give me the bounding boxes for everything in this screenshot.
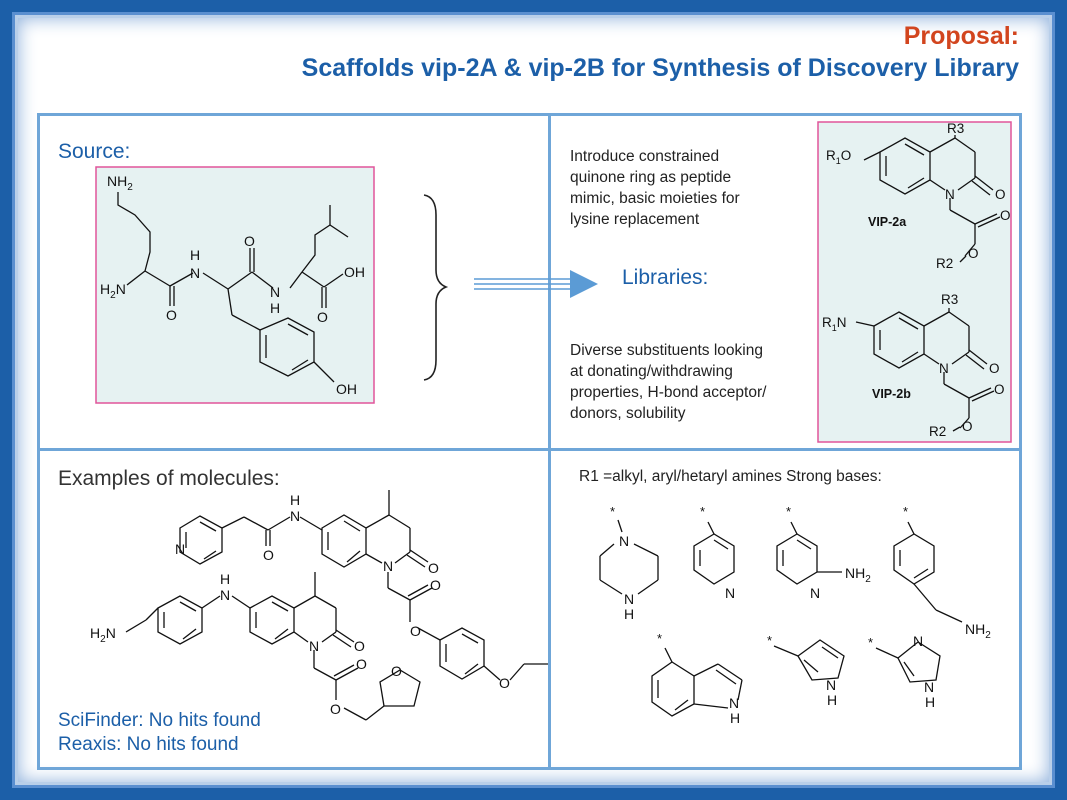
- svg-text:H: H: [925, 694, 935, 710]
- svg-text:N: N: [290, 508, 300, 524]
- svg-text:H2N: H2N: [90, 625, 116, 645]
- scaffold-box: [817, 121, 1012, 443]
- scaffold-vip2a-structure: [863, 135, 1001, 257]
- imidazole-icon: [875, 641, 941, 683]
- svg-text:N: N: [826, 677, 836, 693]
- svg-text:O: O: [244, 233, 255, 249]
- benzylamine-icon: [893, 521, 963, 623]
- svg-text:N: N: [220, 587, 230, 603]
- svg-text:O: O: [354, 638, 365, 654]
- piperazine-icon: [599, 519, 659, 595]
- svg-text:N: N: [175, 541, 185, 557]
- search-results: SciFinder: No hits found Reaxis: No hits…: [58, 709, 261, 757]
- svg-text:R2: R2: [936, 256, 953, 271]
- pyrrole-icon: [773, 639, 845, 681]
- svg-text:*: *: [657, 631, 662, 646]
- svg-text:N: N: [624, 591, 634, 607]
- indole-icon: [651, 647, 743, 717]
- scifinder-result: SciFinder: No hits found: [58, 710, 261, 731]
- svg-text:R3: R3: [947, 121, 964, 136]
- svg-text:H: H: [190, 247, 200, 263]
- slide-title: Proposal:: [903, 22, 1019, 50]
- svg-text:*: *: [767, 633, 772, 648]
- svg-text:N: N: [729, 695, 739, 711]
- svg-text:O: O: [428, 560, 439, 576]
- svg-text:O: O: [356, 656, 367, 672]
- example-molecule-1: [179, 490, 548, 681]
- svg-text:N: N: [810, 585, 820, 601]
- grid-divider-vertical: [548, 113, 551, 770]
- svg-text:*: *: [786, 504, 791, 519]
- svg-text:NH2: NH2: [845, 565, 871, 585]
- svg-text:O: O: [499, 675, 510, 691]
- content-grid: [37, 113, 1022, 770]
- svg-text:O: O: [166, 307, 177, 323]
- aminopyridine-icon: [776, 521, 842, 585]
- grouping-brace: [423, 194, 449, 381]
- svg-text:*: *: [700, 504, 705, 519]
- svg-text:N: N: [270, 284, 280, 300]
- svg-text:*: *: [868, 635, 873, 650]
- svg-text:O: O: [263, 547, 274, 563]
- svg-text:NH2: NH2: [107, 173, 133, 193]
- svg-text:O: O: [330, 701, 341, 717]
- svg-text:N: N: [725, 585, 735, 601]
- reaxis-result: Reaxis: No hits found: [58, 734, 239, 755]
- svg-text:H: H: [730, 710, 740, 726]
- svg-text:N: N: [913, 633, 923, 649]
- svg-text:O: O: [994, 382, 1005, 397]
- svg-text:H: H: [827, 692, 837, 708]
- svg-text:N: N: [924, 679, 934, 695]
- vip2b-name: VIP-2b: [872, 387, 911, 401]
- svg-text:R1N: R1N: [822, 315, 847, 333]
- svg-text:H2N: H2N: [100, 281, 126, 301]
- svg-text:*: *: [903, 504, 908, 519]
- svg-text:O: O: [989, 361, 1000, 376]
- library-arrow: [474, 278, 572, 290]
- slide-subtitle: Scaffolds vip-2A & vip-2B for Synthesis …: [301, 54, 1019, 82]
- svg-text:O: O: [430, 577, 441, 593]
- svg-text:N: N: [309, 638, 319, 654]
- svg-text:H: H: [270, 300, 280, 316]
- svg-text:R1O: R1O: [826, 148, 851, 166]
- svg-text:O: O: [391, 663, 402, 679]
- vip2a-name: VIP-2a: [868, 215, 907, 229]
- examples-label: Examples of molecules:: [58, 467, 280, 490]
- svg-text:O: O: [962, 419, 973, 434]
- scaffold-vip2b-structure: [855, 308, 995, 429]
- svg-text:N: N: [939, 361, 949, 376]
- pyridine-icon: [693, 521, 735, 585]
- svg-text:O: O: [410, 623, 421, 639]
- r1-label: R1 =alkyl, aryl/hetaryl amines Strong ba…: [579, 468, 882, 485]
- svg-text:N: N: [383, 558, 393, 574]
- svg-text:H: H: [624, 606, 634, 622]
- svg-text:NH2: NH2: [965, 621, 991, 641]
- svg-text:N: N: [190, 265, 200, 281]
- svg-text:O: O: [317, 309, 328, 325]
- svg-text:R3: R3: [941, 292, 958, 307]
- source-label: Source:: [58, 140, 131, 163]
- svg-text:O: O: [1000, 208, 1011, 223]
- source-molecule-box: [95, 166, 375, 404]
- svg-text:*: *: [610, 504, 615, 519]
- svg-text:O: O: [968, 246, 979, 261]
- svg-text:OH: OH: [344, 264, 365, 280]
- svg-text:H: H: [220, 571, 230, 587]
- grid-divider-horizontal: [37, 448, 1022, 451]
- svg-text:N: N: [619, 533, 629, 549]
- svg-text:R2: R2: [929, 424, 946, 439]
- libraries-label: Libraries:: [622, 266, 709, 289]
- svg-text:O: O: [995, 187, 1006, 202]
- source-peptide-structure: [117, 192, 349, 383]
- svg-text:OH: OH: [336, 381, 357, 397]
- example-molecule-2: [125, 572, 421, 721]
- svg-text:N: N: [945, 187, 955, 202]
- svg-text:H: H: [290, 492, 300, 508]
